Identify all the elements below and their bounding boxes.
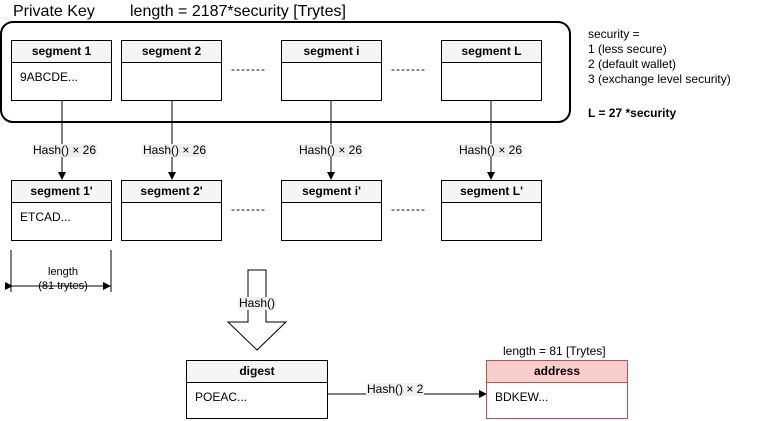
ellipsis-top-1: -------: [231, 62, 266, 76]
segment-count-formula: L = 27 *security: [588, 106, 677, 120]
digest-header: digest: [187, 361, 327, 383]
hash-step-label-i: Hash() × 26: [298, 143, 364, 157]
segment-length-line1: length: [48, 266, 78, 278]
segment-value: [122, 63, 221, 77]
address-header: address: [487, 361, 627, 383]
security-levels-note: security = 1 (less secure) 2 (default wa…: [588, 27, 731, 86]
private-key-length-label: length = 2187*security [Trytes]: [130, 3, 346, 20]
address-box: address BDKEW...: [486, 360, 628, 419]
segment-box-i: segment i: [281, 40, 382, 101]
address-value: BDKEW...: [495, 390, 549, 404]
segment-header: segment 2: [122, 41, 221, 63]
ellipsis-bottom-1: -------: [231, 202, 266, 216]
segment-length-label: length (81 trytes): [18, 265, 108, 293]
segment-value: [122, 203, 221, 217]
hashed-segment-box-1: segment 1' ETCAD...: [11, 180, 112, 241]
segment-header: segment i: [282, 41, 381, 63]
hash-step-label-L: Hash() × 26: [458, 143, 524, 157]
hashed-segment-box-L: segment L': [441, 180, 542, 241]
segment-box-2: segment 2: [121, 40, 222, 101]
private-key-container: [0, 21, 571, 123]
digest-hash-arrow: [226, 269, 288, 351]
address-hash-label: Hash() × 2: [366, 382, 425, 396]
segment-header: segment L: [442, 41, 541, 63]
private-key-title: Private Key: [13, 3, 95, 20]
segment-length-line2: (81 trytes): [38, 280, 88, 292]
segment-value: [442, 203, 541, 217]
segment-header: segment 2': [122, 181, 221, 203]
ellipsis-bottom-2: -------: [391, 202, 426, 216]
segment-value: [282, 63, 381, 77]
segment-header: segment 1': [12, 181, 111, 203]
hashed-segment-box-2: segment 2': [121, 180, 222, 241]
segment-header: segment 1: [12, 41, 111, 63]
digest-hash-label: Hash(): [238, 296, 277, 310]
digest-box: digest POEAC...: [186, 360, 328, 419]
segment-value: ETCAD...: [20, 210, 71, 224]
ellipsis-top-2: -------: [391, 62, 426, 76]
hash-step-label-2: Hash() × 26: [142, 143, 208, 157]
segment-box-1: segment 1 9ABCDE...: [11, 40, 112, 101]
digest-value: POEAC...: [195, 390, 248, 404]
segment-value: [282, 203, 381, 217]
address-length-label: length = 81 [Trytes]: [503, 344, 606, 358]
segment-value: 9ABCDE...: [20, 70, 79, 84]
segment-header: segment L': [442, 181, 541, 203]
hash-step-label-1: Hash() × 26: [32, 143, 98, 157]
segment-header: segment i': [282, 181, 381, 203]
segment-length-brace: [5, 250, 112, 292]
segment-value: [442, 63, 541, 77]
segment-box-L: segment L: [441, 40, 542, 101]
hashed-segment-box-i: segment i': [281, 180, 382, 241]
